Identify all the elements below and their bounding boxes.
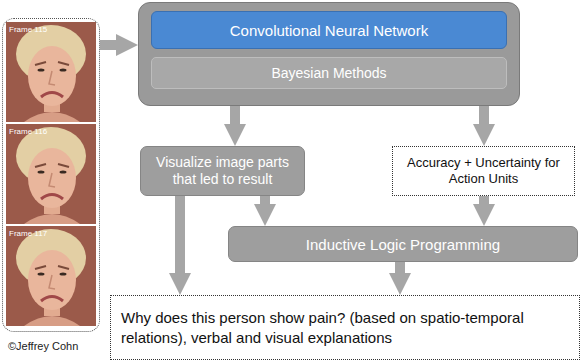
flow-arrow [175,196,185,283]
output-box: Accuracy + Uncertainty for Action Units [392,146,575,196]
result-box: Why does this person show pain? (based o… [110,295,580,360]
flow-arrow [479,106,489,134]
flow-arrow [100,40,126,50]
flow-arrow [230,106,240,134]
node-text: Visualize image parts that led to result [147,154,298,188]
frame-label: Frame 115 [9,25,47,34]
copyright-label: ©Jeffrey Cohn [8,340,78,352]
process-box: Convolutional Neural Network [151,11,507,49]
model-group-box: Convolutional Neural NetworkBayesian Met… [138,2,520,106]
node-text: Convolutional Neural Network [230,22,428,39]
node-text: Accuracy + Uncertainty for Action Units [399,155,568,188]
flow-arrow [479,196,489,214]
process-box: Bayesian Methods [151,57,507,89]
face-frame [6,124,96,224]
face-frame [6,226,96,326]
node-text: Inductive Logic Programming [306,236,500,253]
frame-label: Frame 116 [9,127,47,136]
node-text: Bayesian Methods [271,65,386,81]
face-frame [6,22,96,122]
process-box: Inductive Logic Programming [228,226,578,262]
node-text: Why does this person show pain? (based o… [121,308,569,347]
image-sequence-box: Frame 115Frame 116Frame 117 [2,18,100,332]
flow-arrow [395,262,405,283]
frame-label: Frame 117 [9,229,47,238]
flow-arrow [260,196,270,214]
process-box: Visualize image parts that led to result [140,146,305,196]
